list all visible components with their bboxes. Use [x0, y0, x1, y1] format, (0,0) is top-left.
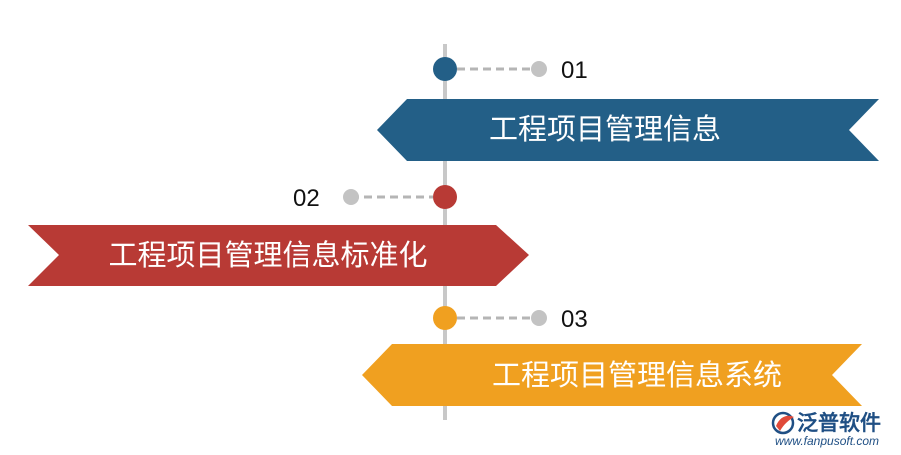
timeline-node: [433, 57, 457, 81]
connector-endpoint: [531, 310, 547, 326]
connector-endpoint: [343, 189, 359, 205]
item-banner: [362, 344, 862, 406]
item-label: 工程项目管理信息标准化: [108, 238, 427, 272]
item-number: 02: [293, 185, 320, 212]
item-label: 工程项目管理信息系统: [492, 358, 782, 392]
timeline-node: [433, 306, 457, 330]
timeline-item-3: 03 工程项目管理信息系统: [362, 306, 862, 406]
item-label: 工程项目管理信息: [489, 112, 721, 146]
item-number: 03: [561, 306, 588, 333]
brand-logo: 泛普软件 www.fanpusoft.com: [771, 411, 881, 448]
timeline-item-2: 02 工程项目管理信息标准化: [28, 185, 529, 286]
timeline-node: [433, 185, 457, 209]
logo-name: 泛普软件: [797, 411, 881, 435]
connector-endpoint: [531, 61, 547, 77]
timeline-item-1: 01 工程项目管理信息: [377, 57, 879, 161]
logo-url: www.fanpusoft.com: [775, 434, 879, 448]
fanpu-logo-icon: [771, 411, 795, 435]
item-banner: [28, 225, 529, 286]
item-banner: [377, 99, 879, 161]
item-number: 01: [561, 57, 588, 84]
